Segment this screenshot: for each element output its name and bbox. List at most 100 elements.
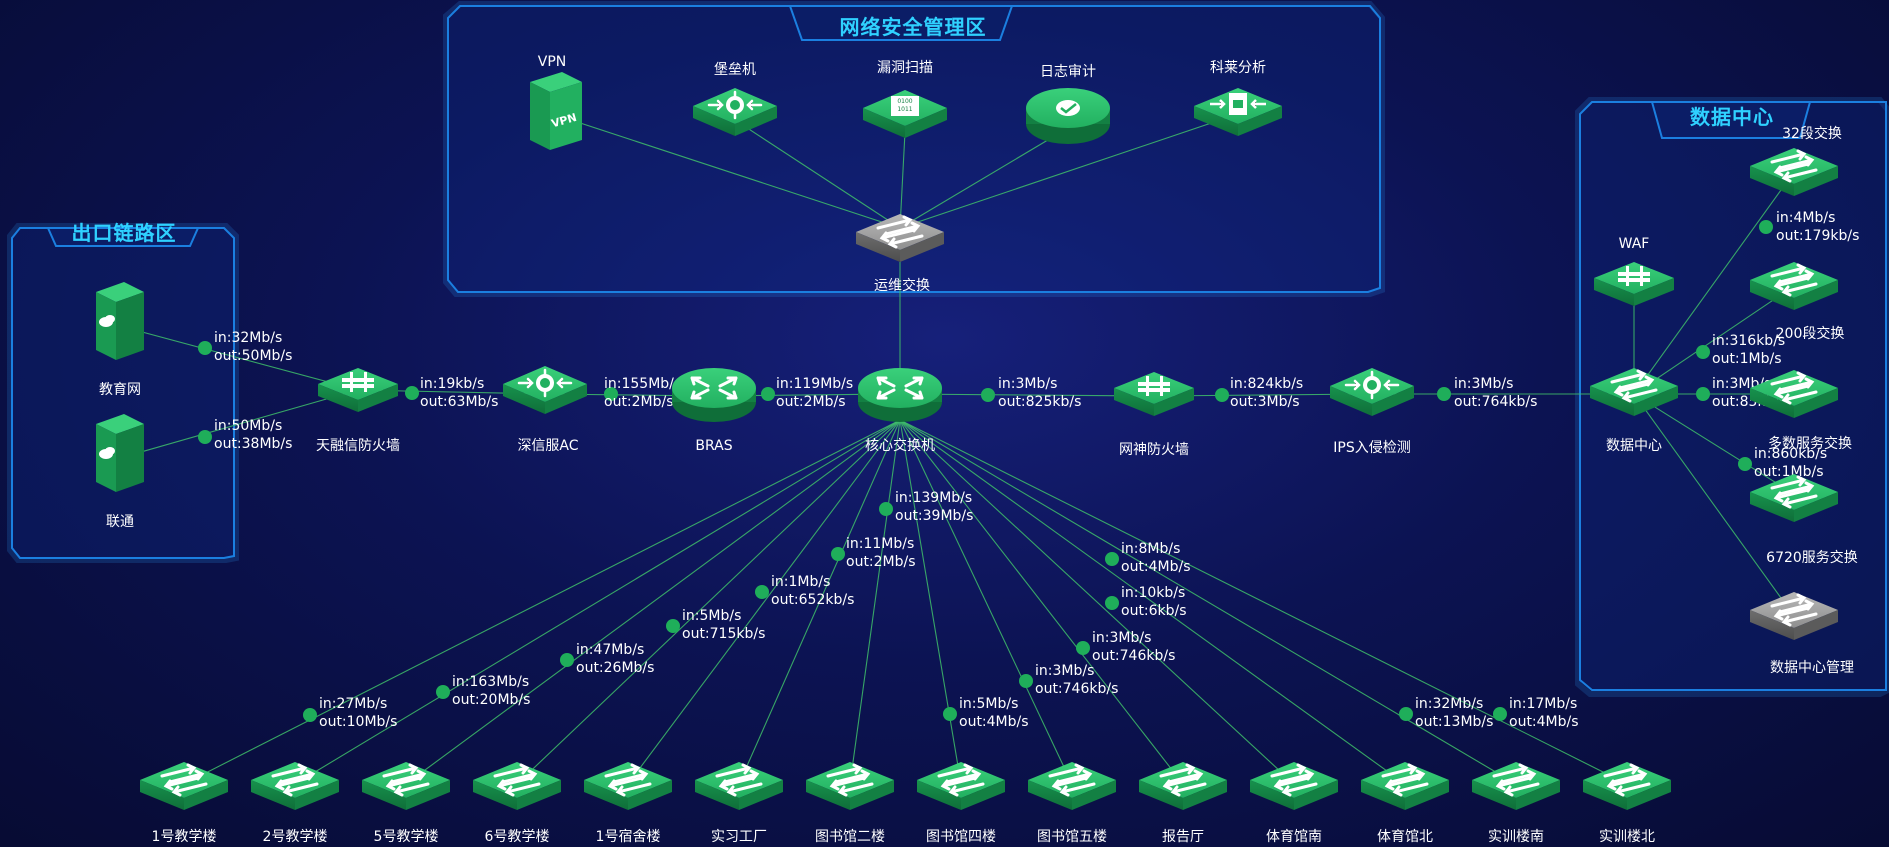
sw200-device[interactable]: 200段交换	[1748, 260, 1844, 342]
netgod-fw-label: 网神防火墙	[1119, 442, 1189, 458]
link-dot[interactable]	[1019, 674, 1033, 688]
sangfor-ac-label: 深信服AC	[517, 438, 578, 454]
kelai-device[interactable]: 科莱分析	[1192, 60, 1284, 138]
link-in: in:8Mb/s	[1121, 541, 1180, 557]
switch-icon	[915, 760, 1007, 812]
link-dc-32	[1633, 171, 1795, 395]
dc-mgmt-device[interactable]: 数据中心管理	[1748, 590, 1854, 676]
link-out: out:4Mb/s	[1121, 559, 1191, 575]
building-label: 报告厅	[1162, 829, 1204, 845]
building-label: 6号教学楼	[485, 829, 550, 845]
switch-icon	[1137, 760, 1229, 812]
link-dot[interactable]	[303, 708, 317, 722]
zone-datacenter: 数据中心	[1575, 97, 1889, 697]
waf-device[interactable]: WAF	[1594, 236, 1674, 306]
building-b5[interactable]: 5号教学楼	[360, 760, 452, 845]
link-out: out:38Mb/s	[214, 436, 292, 452]
dc-core-device[interactable]: 数据中心	[1588, 366, 1680, 454]
building-label: 1号教学楼	[152, 829, 217, 845]
link-dot[interactable]	[1696, 345, 1710, 359]
building-hall[interactable]: 报告厅	[1137, 760, 1229, 845]
link-in: in:316kb/s	[1712, 333, 1785, 349]
link-dot[interactable]	[1437, 387, 1451, 401]
bras-device[interactable]: BRAS	[670, 366, 758, 454]
link-core-b5	[405, 419, 901, 785]
logaudit-device[interactable]: 日志审计	[1024, 64, 1112, 146]
link-dot[interactable]	[560, 653, 574, 667]
link-dot[interactable]	[1759, 220, 1773, 234]
link-log-ops	[899, 127, 1069, 229]
link-dot[interactable]	[981, 388, 995, 402]
link-in: in:119Mb/s	[776, 376, 853, 392]
unicom-device[interactable]: 联通	[96, 414, 144, 530]
building-b6[interactable]: 6号教学楼	[471, 760, 563, 845]
link-dot[interactable]	[755, 585, 769, 599]
link-out: out:179kb/s	[1776, 228, 1859, 244]
link-dot[interactable]	[198, 430, 212, 444]
bras-label: BRAS	[695, 438, 732, 454]
building-dorm1[interactable]: 1号宿舍楼	[582, 760, 674, 845]
building-lib5[interactable]: 图书馆五楼	[1026, 760, 1118, 845]
link-in: in:27Mb/s	[319, 696, 387, 712]
link-core-hall	[899, 419, 1184, 785]
building-gym-n[interactable]: 体育馆北	[1359, 760, 1451, 845]
link-core-gym-s	[899, 419, 1295, 785]
vpn-device[interactable]: VPN	[530, 54, 582, 150]
netgod-firewall-device[interactable]: 网神防火墙	[1114, 372, 1194, 458]
link-dot[interactable]	[1105, 596, 1119, 610]
link-dot[interactable]	[1493, 707, 1507, 721]
ac-icon	[501, 364, 589, 416]
vpn-icon	[530, 72, 582, 150]
edu-net-device[interactable]: 教育网	[96, 282, 144, 398]
link-kelai-ops	[899, 113, 1239, 229]
link-dot[interactable]	[831, 547, 845, 561]
building-lib4[interactable]: 图书馆四楼	[915, 760, 1007, 845]
building-gym-s[interactable]: 体育馆南	[1248, 760, 1340, 845]
sangfor-ac-device[interactable]: 深信服AC	[501, 364, 589, 454]
link-dot[interactable]	[604, 387, 618, 401]
unicom-label: 联通	[106, 514, 134, 530]
link-dot[interactable]	[436, 685, 450, 699]
sw32-device[interactable]: 32段交换	[1748, 125, 1842, 198]
tianrongxin-firewall-device[interactable]: 天融信防火墙	[316, 368, 400, 454]
kelai-label: 科莱分析	[1210, 60, 1266, 76]
building-lib2[interactable]: 图书馆二楼	[804, 760, 896, 845]
link-dot[interactable]	[1105, 552, 1119, 566]
building-train-s[interactable]: 实训楼南	[1470, 760, 1562, 845]
link-dot[interactable]	[761, 387, 775, 401]
building-factory[interactable]: 实习工厂	[693, 760, 785, 845]
link-dot[interactable]	[666, 619, 680, 633]
building-b2[interactable]: 2号教学楼	[249, 760, 341, 845]
link-dot[interactable]	[1696, 387, 1710, 401]
link-in: in:4Mb/s	[1776, 210, 1835, 226]
link-dot[interactable]	[198, 341, 212, 355]
link-out: out:4Mb/s	[959, 714, 1029, 730]
link-in: in:139Mb/s	[895, 490, 972, 506]
core-switch-device[interactable]: 核心交换机	[856, 366, 944, 454]
ops-switch-device[interactable]: 运维交换	[854, 212, 946, 294]
link-dot[interactable]	[1399, 707, 1413, 721]
link-core-lib5	[899, 419, 1073, 785]
link-dot[interactable]	[1215, 388, 1229, 402]
link-dot[interactable]	[405, 386, 419, 400]
link-out: out:6kb/s	[1121, 603, 1187, 619]
bastion-device[interactable]: 堡垒机	[691, 62, 779, 138]
router-icon	[856, 366, 944, 424]
link-dot[interactable]	[1738, 457, 1752, 471]
switch-icon	[1581, 760, 1673, 812]
switch-icon	[582, 760, 674, 812]
link-dc-6720	[1633, 393, 1795, 495]
link-dot[interactable]	[1076, 641, 1090, 655]
vulnscan-device[interactable]: 漏洞扫描	[863, 60, 947, 138]
ops-switch-label: 运维交换	[874, 277, 930, 294]
sw-multi-device[interactable]: 多数服务交换	[1748, 368, 1852, 452]
link-dot[interactable]	[879, 502, 893, 516]
building-train-n[interactable]: 实训楼北	[1581, 760, 1673, 845]
link-out: out:825kb/s	[998, 394, 1081, 410]
building-b1[interactable]: 1号教学楼	[138, 760, 230, 845]
waf-label: WAF	[1619, 236, 1650, 252]
ips-icon	[1328, 366, 1416, 418]
sw6720-device[interactable]: 6720服务交换	[1748, 472, 1858, 566]
ips-device[interactable]: IPS入侵检测	[1328, 366, 1416, 456]
link-dot[interactable]	[943, 707, 957, 721]
